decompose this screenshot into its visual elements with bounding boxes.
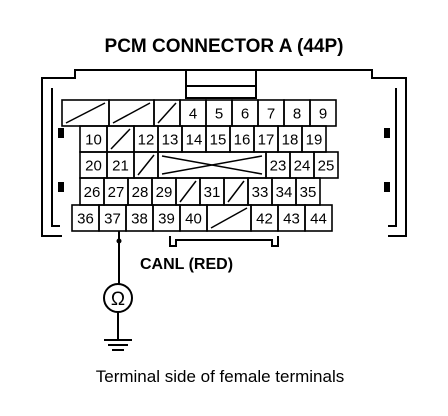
empty-terminal-slash [65,102,106,124]
ohm-icon: Ω [111,289,125,310]
empty-terminal-slash [112,102,151,124]
terminal-label: 18 [282,132,299,149]
terminal-label: 34 [276,184,293,201]
terminal-cell [304,204,333,232]
diagram-title: PCM CONNECTOR A (44P) [105,36,344,57]
terminal-label: 42 [256,211,273,228]
empty-terminal-slash [157,102,177,124]
terminal-label: 13 [162,132,179,149]
empty-terminal-slash [137,154,155,176]
terminal-label: 43 [283,211,300,228]
terminal-label: 12 [138,132,155,149]
terminal-label: 27 [108,184,125,201]
empty-terminal-slash [210,207,248,229]
connector-housing [41,69,407,247]
terminal-label: 9 [319,106,327,123]
terminal-label: 14 [186,132,203,149]
terminal-label: 26 [84,184,101,201]
empty-terminal-slash [179,180,197,203]
terminal-label: 36 [77,211,94,228]
terminal-label: 33 [252,184,269,201]
terminal-label: 16 [234,132,251,149]
terminal-label: 10 [85,132,102,149]
terminal-label: 20 [85,158,102,175]
empty-terminal-slash [227,180,245,203]
terminal-label: 7 [267,106,275,123]
terminal-label: 19 [306,132,323,149]
terminal-label: 25 [318,158,335,175]
terminal-label: 21 [112,158,129,175]
empty-block-cross-2 [161,155,263,175]
terminal-label: 17 [258,132,275,149]
probe-point [116,238,122,244]
terminal-label: 31 [204,184,221,201]
terminal-label: 23 [270,158,287,175]
terminal-grid: 4 5 6 7 8 9 10 12 13 14 15 16 17 18 19 20 21 23 24 25 26 27 28… [61,99,339,232]
terminal-label: 8 [293,106,301,123]
terminal-label: 5 [215,106,223,123]
terminal-label: 6 [241,106,249,123]
terminal-cell [313,151,339,179]
terminal-label: 24 [294,158,311,175]
terminal-label: 38 [131,211,148,228]
terminal-label: 39 [158,211,175,228]
empty-terminal-slash [110,128,131,150]
terminal-label: 4 [189,106,197,123]
terminal-label: 37 [104,211,121,228]
terminal-label: 28 [132,184,149,201]
wire-label: CANL (RED) [140,256,233,273]
terminal-label: 15 [210,132,227,149]
latch-marks [58,128,390,192]
terminal-label: 35 [300,184,317,201]
terminal-label: 44 [310,211,327,228]
terminal-label: 29 [156,184,173,201]
caption: Terminal side of female terminals [96,367,344,386]
terminal-label: 40 [185,211,202,228]
